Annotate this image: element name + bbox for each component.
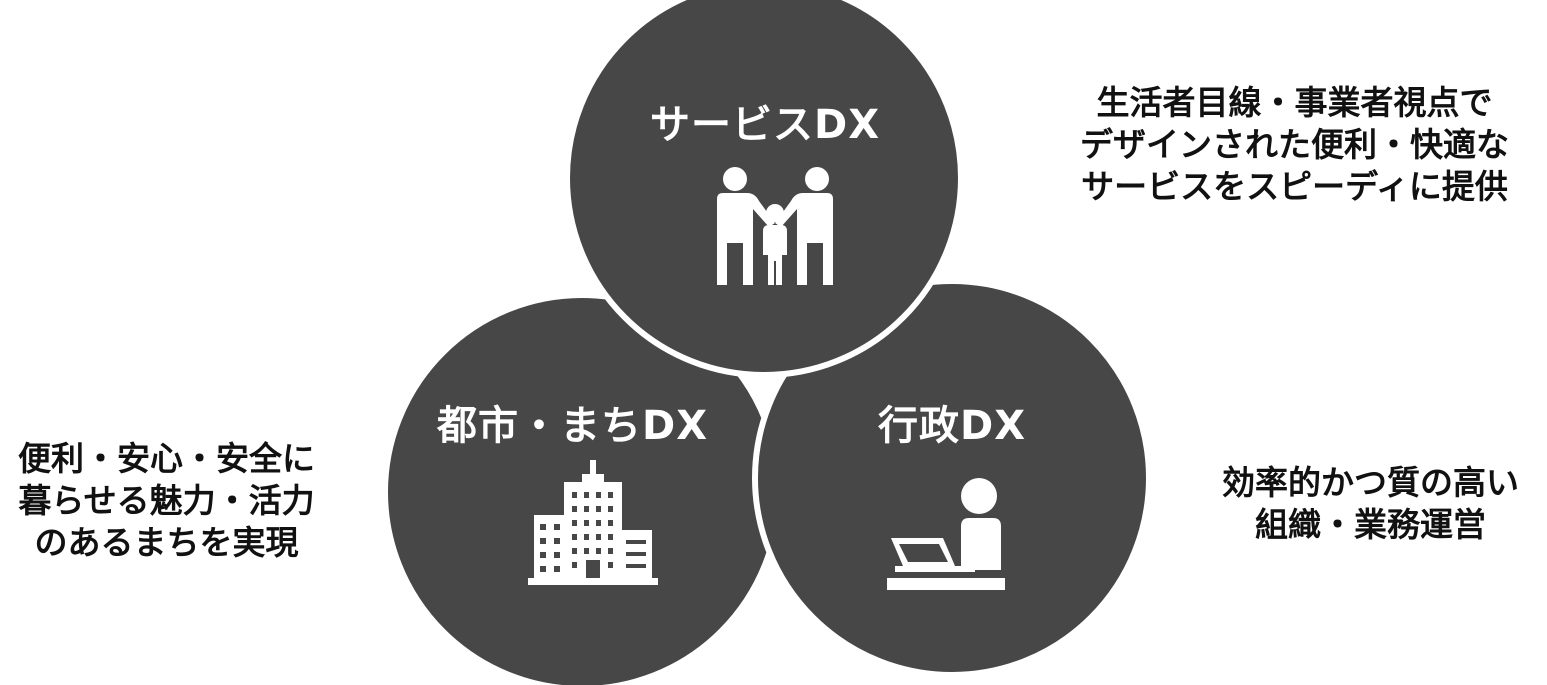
- city-desc-line-1: 便利・安心・安全に: [18, 439, 315, 478]
- service-dx-description: 生活者目線・事業者視点で デザインされた便利・快適な サービスをスピーディに提供: [1080, 82, 1509, 208]
- city-desc-line-3: のあるまちを実現: [34, 523, 299, 562]
- government-dx-description: 効率的かつ質の高い 組織・業務運営: [1222, 462, 1519, 546]
- government-dx-title: 行政DX: [878, 403, 1027, 449]
- city-dx-title: 都市・まちDX: [437, 403, 709, 449]
- family-icon: [717, 167, 833, 285]
- service-desc-line-2: デザインされた便利・快適な: [1080, 125, 1509, 164]
- government-desc-line-2: 組織・業務運営: [1255, 505, 1486, 544]
- building-icon: [528, 460, 658, 585]
- service-desc-line-1: 生活者目線・事業者視点で: [1096, 83, 1493, 122]
- city-desc-line-2: 暮らせる魅力・活力: [18, 481, 315, 520]
- city-dx-description: 便利・安心・安全に 暮らせる魅力・活力 のあるまちを実現: [18, 438, 315, 564]
- government-desc-line-1: 効率的かつ質の高い: [1222, 463, 1519, 502]
- office-worker-icon: [887, 478, 1005, 590]
- service-dx-title: サービスDX: [650, 102, 881, 148]
- service-desc-line-3: サービスをスピーディに提供: [1081, 167, 1508, 206]
- service-dx-circle: [564, 0, 964, 378]
